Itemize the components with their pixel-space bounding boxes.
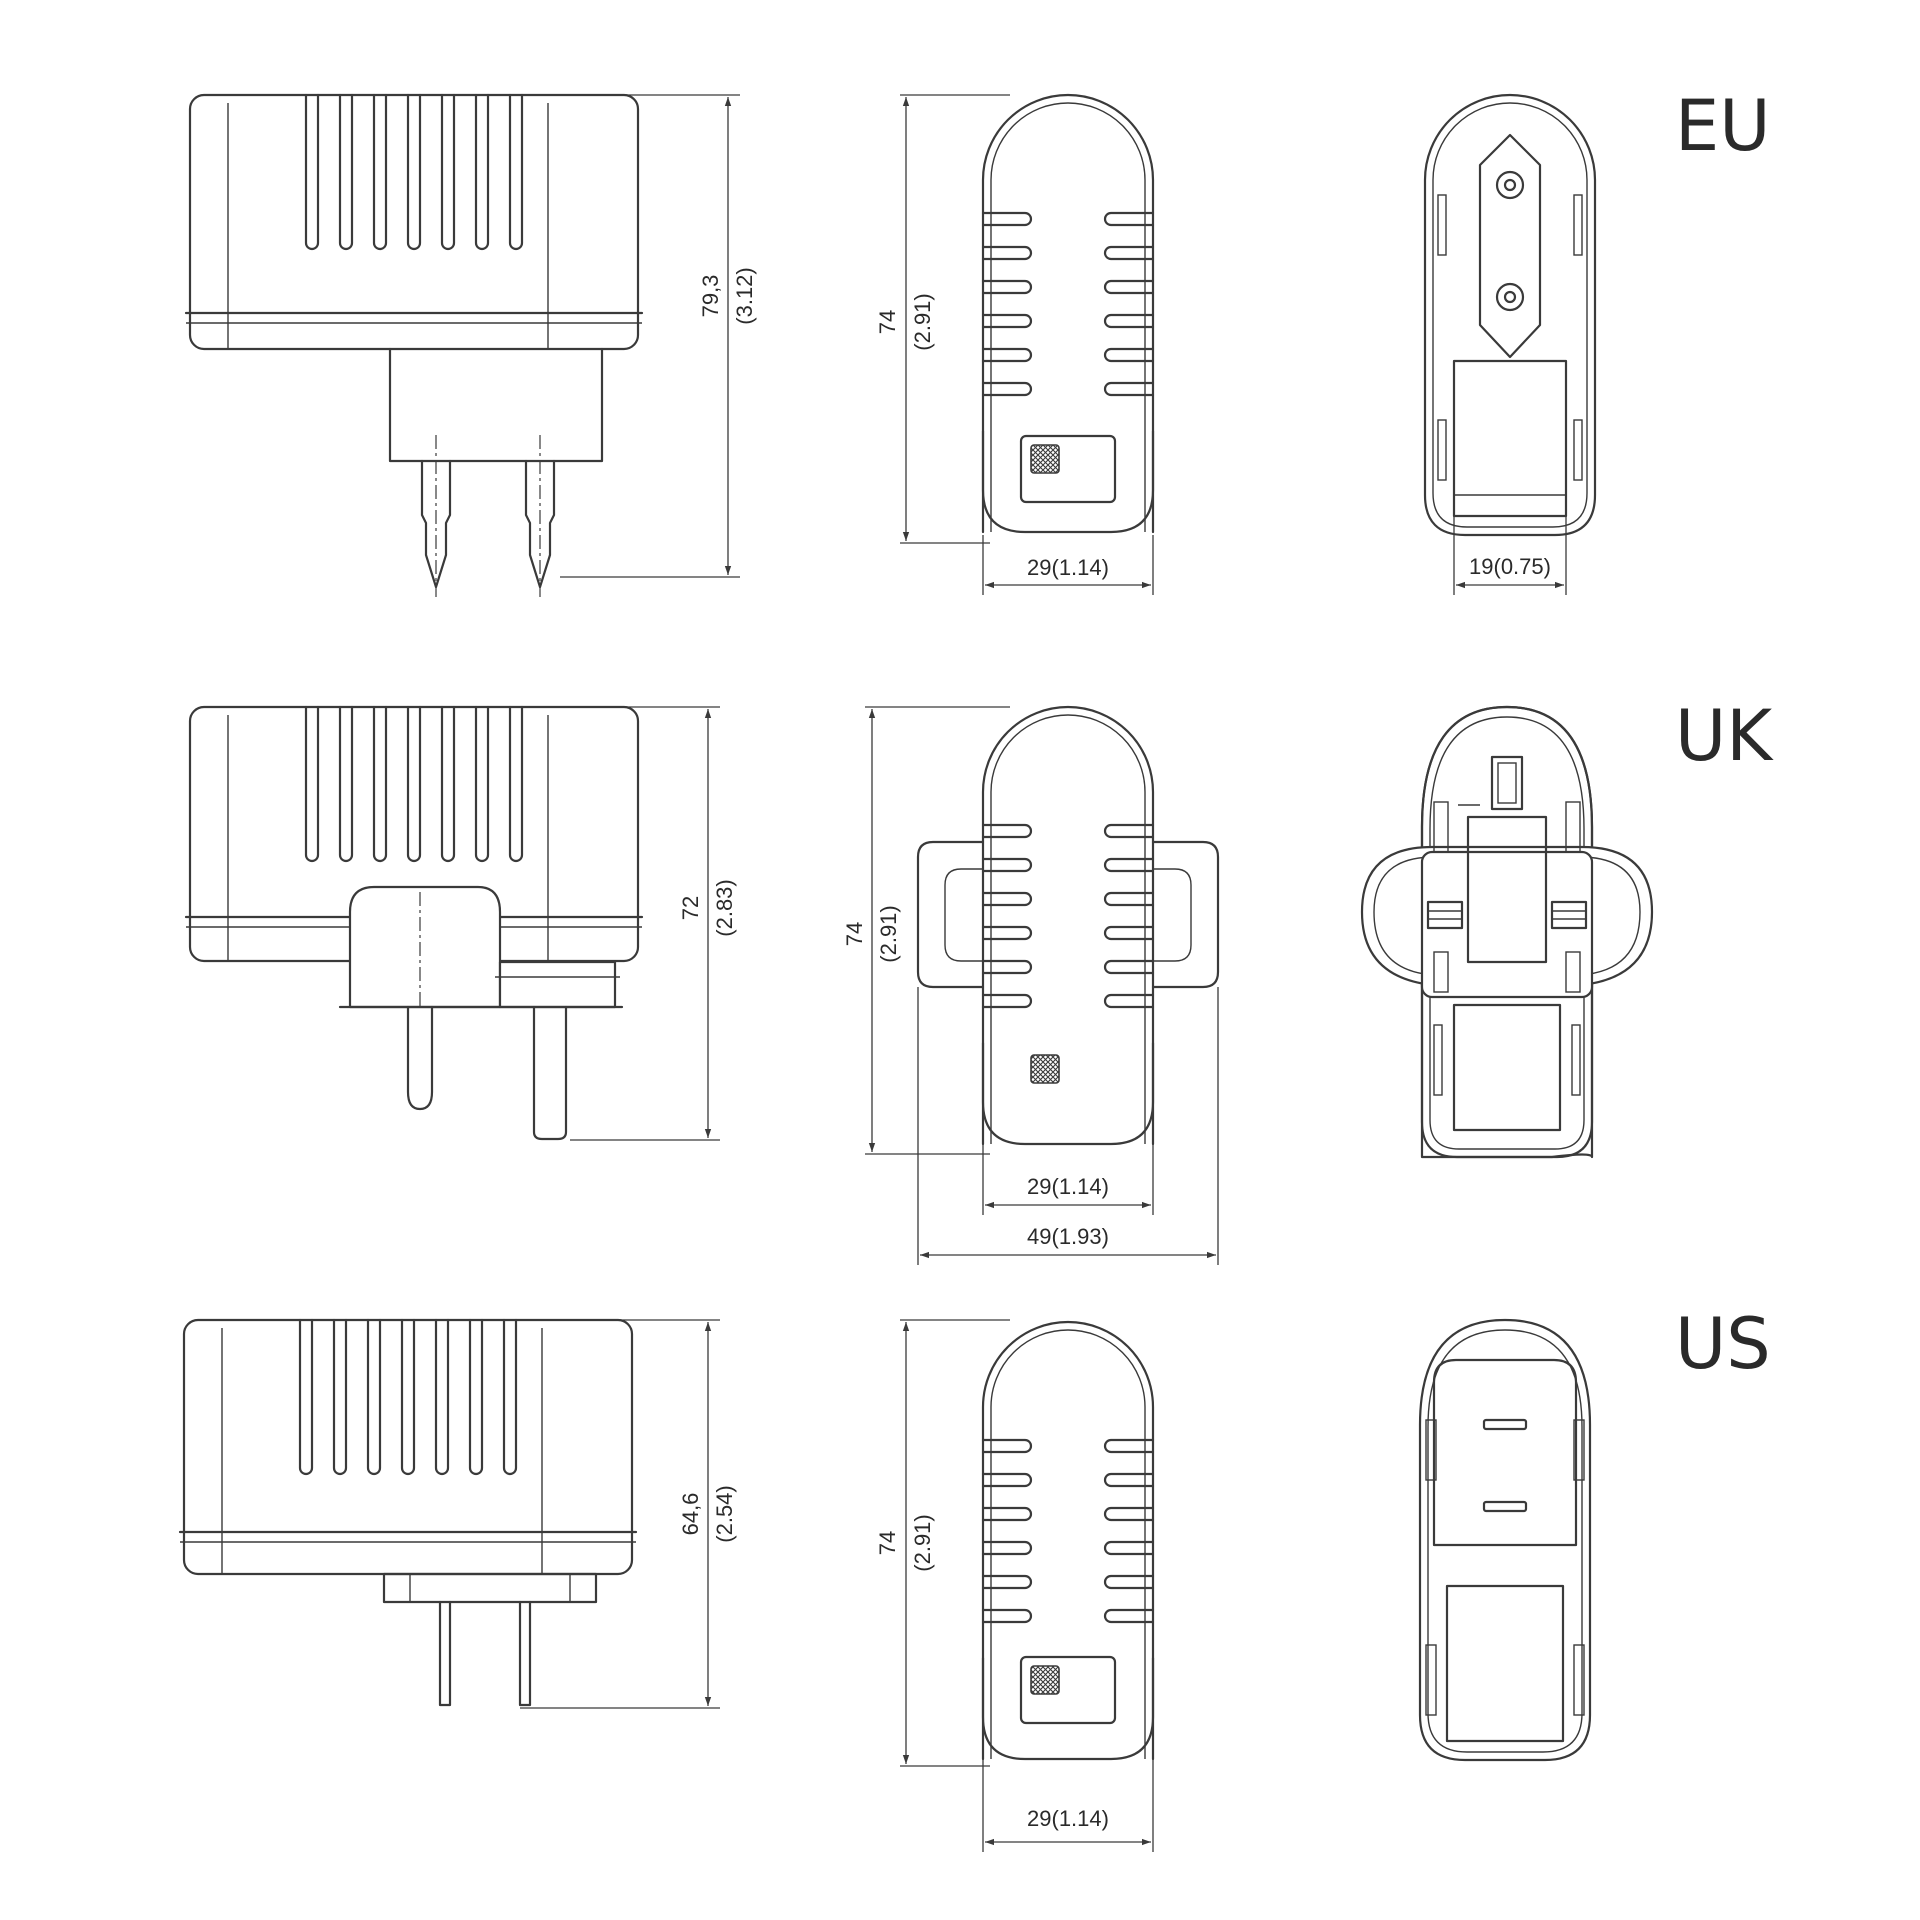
eu-region-label: EU: [1675, 85, 1770, 167]
eu-pin-spacing: 19(0.75): [1469, 554, 1551, 579]
eu-side-height-inch: (3.12): [732, 267, 757, 324]
uk-front-width-dimension: 29(1.14): [982, 1130, 1154, 1215]
uk-front-height-mm: 74: [842, 922, 867, 946]
uk-plug-face-view: [1360, 705, 1654, 1159]
us-side-height-dimension: 64,6 (2.54): [520, 1319, 737, 1709]
uk-front-height-dimension: 74 (2.91): [842, 706, 1010, 1155]
eu-side-height-mm: 79,3: [698, 275, 723, 318]
us-front-height-dimension: 74 (2.91): [875, 1319, 1010, 1767]
uk-front-width: 29(1.14): [1027, 1174, 1109, 1199]
uk-side-view: [184, 705, 644, 1141]
eu-side-height-dimension: 79,3 (3.12): [560, 94, 757, 578]
uk-side-height-dimension: 72 (2.83): [570, 706, 737, 1141]
uk-side-height-inch: (2.83): [712, 879, 737, 936]
eu-front-width-dimension: 29(1.14): [982, 535, 1154, 595]
eu-side-view: [184, 93, 644, 597]
uk-overall-width: 49(1.93): [1027, 1224, 1109, 1249]
uk-front-height-inch: (2.91): [876, 905, 901, 962]
uk-drawing-row: 72 (2.83) 74 (2.91) 29(1.14): [184, 695, 1774, 1265]
us-side-view: [178, 1318, 638, 1707]
us-front-height-inch: (2.91): [910, 1514, 935, 1571]
us-side-height-inch: (2.54): [712, 1485, 737, 1542]
eu-front-height-mm: 74: [875, 310, 900, 334]
uk-overall-width-dimension: 49(1.93): [917, 987, 1219, 1265]
eu-plug-face-view: [1423, 93, 1597, 537]
eu-front-height-dimension: 74 (2.91): [875, 94, 1010, 544]
eu-front-view: [981, 93, 1155, 534]
eu-drawing-row: 79,3 (3.12) 74 (2.91) 29(1.14): [184, 85, 1770, 597]
uk-front-view: [916, 705, 1220, 1146]
eu-front-width: 29(1.14): [1027, 555, 1109, 580]
uk-side-height-mm: 72: [678, 896, 703, 920]
us-front-height-mm: 74: [875, 1531, 900, 1555]
uk-region-label: UK: [1675, 695, 1774, 777]
us-front-width: 29(1.14): [1027, 1806, 1109, 1831]
eu-front-height-inch: (2.91): [910, 293, 935, 350]
us-plug-face-view: [1418, 1318, 1592, 1762]
us-front-width-dimension: 29(1.14): [982, 1750, 1154, 1852]
us-region-label: US: [1675, 1303, 1771, 1385]
us-drawing-row: 64,6 (2.54) 74 (2.91) 29(1.14): [178, 1303, 1771, 1852]
us-front-view: [981, 1320, 1155, 1761]
eu-pin-spacing-dimension: 19(0.75): [1453, 515, 1567, 595]
us-side-height-mm: 64,6: [678, 1493, 703, 1536]
